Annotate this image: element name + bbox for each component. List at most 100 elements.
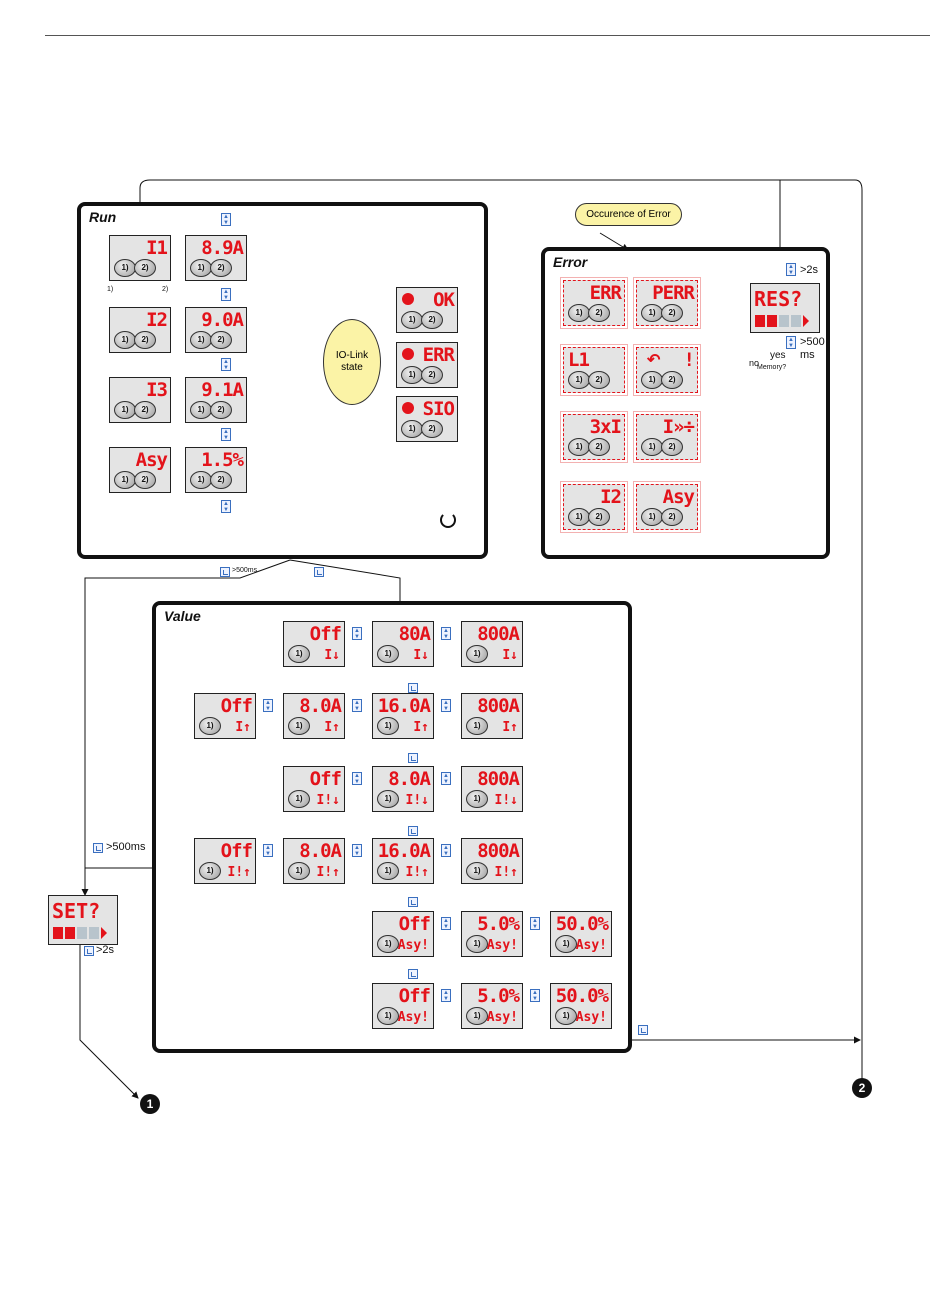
button-1[interactable]: 1) bbox=[377, 717, 399, 735]
button-2[interactable]: 2) bbox=[421, 366, 443, 384]
updown-key-icon: ▲▼ bbox=[786, 336, 796, 349]
updown-key-icon: ▲▼ bbox=[441, 989, 451, 1002]
button-1[interactable]: 1) bbox=[466, 1007, 488, 1025]
updown-key-icon: ▲▼ bbox=[786, 263, 796, 276]
button-2[interactable]: 2) bbox=[588, 304, 610, 322]
updown-key-icon: ▲▼ bbox=[263, 844, 273, 857]
updown-key-icon: ▲▼ bbox=[221, 500, 231, 513]
button-1[interactable]: 1) bbox=[377, 645, 399, 663]
enter-key-icon bbox=[408, 897, 418, 907]
button-1[interactable]: 1) bbox=[401, 420, 423, 438]
button-1[interactable]: 1) bbox=[377, 862, 399, 880]
button-2[interactable]: 2) bbox=[134, 259, 156, 277]
run-panel-title: Run bbox=[89, 209, 117, 225]
error-panel-title: Error bbox=[553, 254, 588, 270]
run-display-asy: Asy 1) 2) bbox=[109, 447, 171, 493]
updown-key-icon: ▲▼ bbox=[352, 627, 362, 640]
reset-display: RES? bbox=[750, 283, 820, 333]
button-2[interactable]: 2) bbox=[210, 259, 232, 277]
enter-key-icon bbox=[408, 683, 418, 693]
button-2[interactable]: 2) bbox=[134, 471, 156, 489]
updown-key-icon: ▲▼ bbox=[221, 428, 231, 441]
button-1[interactable]: 1) bbox=[199, 862, 221, 880]
button-1[interactable]: 1) bbox=[641, 438, 663, 456]
button-2[interactable]: 2) bbox=[210, 401, 232, 419]
run-display-i1: I1 1) 2) bbox=[109, 235, 171, 281]
reset-gt2s-label: >2s bbox=[800, 264, 819, 276]
button-1[interactable]: 1) bbox=[568, 508, 590, 526]
error-display-asy: Asy 1) 2) bbox=[636, 484, 698, 530]
button-1[interactable]: 1) bbox=[190, 401, 212, 419]
button-1[interactable]: 1) bbox=[568, 438, 590, 456]
button-1[interactable]: 1) bbox=[288, 645, 310, 663]
enter-key-icon bbox=[408, 753, 418, 763]
button-1[interactable]: 1) bbox=[568, 304, 590, 322]
button-2[interactable]: 2) bbox=[661, 371, 683, 389]
state-display-sio: SIO 1) 2) bbox=[396, 396, 458, 442]
button-1[interactable]: 1) bbox=[641, 508, 663, 526]
updown-key-icon: ▲▼ bbox=[221, 288, 231, 301]
set-gt2s-label: >2s bbox=[96, 944, 115, 956]
button-1[interactable]: 1) bbox=[401, 366, 423, 384]
button-1[interactable]: 1) bbox=[114, 401, 136, 419]
button-2[interactable]: 2) bbox=[588, 508, 610, 526]
value-display: 50.0%1)Asy! bbox=[550, 911, 612, 957]
button-2[interactable]: 2) bbox=[588, 371, 610, 389]
button-1[interactable]: 1) bbox=[114, 471, 136, 489]
button-2[interactable]: 2) bbox=[134, 401, 156, 419]
set-display: SET? bbox=[48, 895, 118, 945]
button-1[interactable]: 1) bbox=[555, 1007, 577, 1025]
button-1[interactable]: 1) bbox=[466, 645, 488, 663]
error-display-undo: ! ↶ 1) 2) bbox=[636, 347, 698, 393]
button-2[interactable]: 2) bbox=[661, 508, 683, 526]
button-1[interactable]: 1) bbox=[114, 259, 136, 277]
button-1[interactable]: 1) bbox=[377, 1007, 399, 1025]
enter-key-icon bbox=[638, 1025, 648, 1035]
updown-key-icon: ▲▼ bbox=[352, 772, 362, 785]
button-1[interactable]: 1) bbox=[190, 259, 212, 277]
enter-key-icon bbox=[84, 946, 94, 956]
button-1[interactable]: 1) bbox=[114, 331, 136, 349]
footnote-1: 1) bbox=[107, 286, 114, 293]
button-2[interactable]: 2) bbox=[134, 331, 156, 349]
set-gt500ms-label: >500ms bbox=[106, 841, 146, 853]
button-1[interactable]: 1) bbox=[288, 862, 310, 880]
enter-key-icon bbox=[408, 969, 418, 979]
error-display-3xi: 3xI 1) 2) bbox=[563, 414, 625, 460]
button-1[interactable]: 1) bbox=[190, 471, 212, 489]
button-1[interactable]: 1) bbox=[466, 862, 488, 880]
button-2[interactable]: 2) bbox=[210, 471, 232, 489]
button-1[interactable]: 1) bbox=[401, 311, 423, 329]
button-2[interactable]: 2) bbox=[210, 331, 232, 349]
button-1[interactable]: 1) bbox=[568, 371, 590, 389]
memory-decision-label: Memory? bbox=[757, 364, 787, 371]
button-1[interactable]: 1) bbox=[641, 371, 663, 389]
error-display-imbalance: I»÷ 1) 2) bbox=[636, 414, 698, 460]
button-1[interactable]: 1) bbox=[466, 935, 488, 953]
button-1[interactable]: 1) bbox=[288, 790, 310, 808]
button-1[interactable]: 1) bbox=[199, 717, 221, 735]
updown-key-icon: ▲▼ bbox=[441, 844, 451, 857]
run-display-value-1: 8.9A 1) 2) bbox=[185, 235, 247, 281]
button-2[interactable]: 2) bbox=[661, 438, 683, 456]
button-2[interactable]: 2) bbox=[421, 311, 443, 329]
button-1[interactable]: 1) bbox=[641, 304, 663, 322]
button-1[interactable]: 1) bbox=[190, 331, 212, 349]
button-2[interactable]: 2) bbox=[661, 304, 683, 322]
button-2[interactable]: 2) bbox=[588, 438, 610, 456]
button-1[interactable]: 1) bbox=[377, 790, 399, 808]
value-panel: Value bbox=[152, 601, 632, 1053]
button-1[interactable]: 1) bbox=[555, 935, 577, 953]
button-1[interactable]: 1) bbox=[466, 717, 488, 735]
button-1[interactable]: 1) bbox=[288, 717, 310, 735]
button-1[interactable]: 1) bbox=[466, 790, 488, 808]
button-1[interactable]: 1) bbox=[377, 935, 399, 953]
button-2[interactable]: 2) bbox=[421, 420, 443, 438]
status-dot-icon bbox=[402, 402, 414, 414]
